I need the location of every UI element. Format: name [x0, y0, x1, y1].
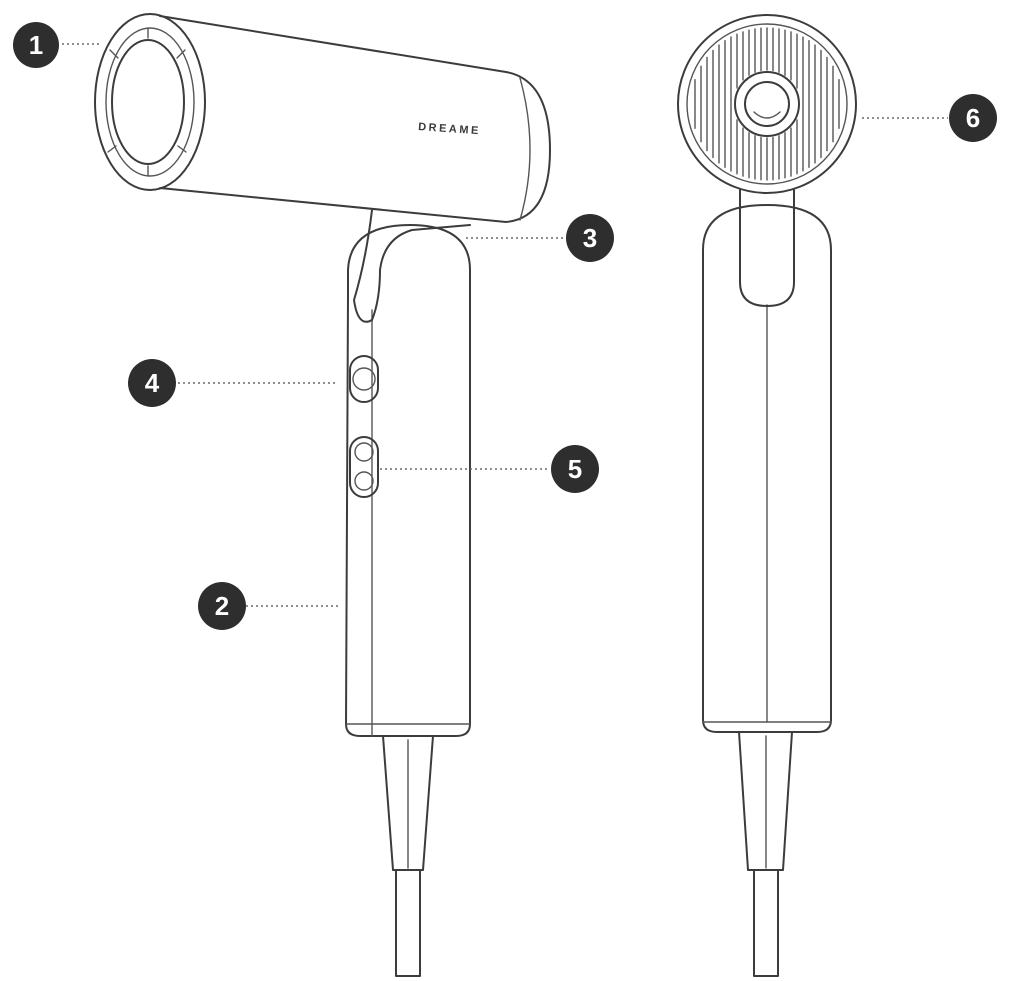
barrel-right-edge — [519, 77, 531, 221]
back-view-dryer — [677, 14, 857, 977]
brand-label: DREAME — [418, 121, 481, 137]
rear-hub-inner — [744, 81, 790, 127]
callout-5: 5 — [551, 445, 599, 493]
back-neck — [739, 189, 795, 307]
svg-text:6: 6 — [966, 103, 980, 133]
barrel — [159, 15, 551, 223]
callout-2: 2 — [198, 582, 246, 630]
back-cord — [753, 869, 779, 977]
svg-text:2: 2 — [215, 591, 229, 621]
slider-knob-top — [354, 442, 374, 462]
neck — [353, 209, 471, 323]
callout-4: 4 — [128, 359, 176, 407]
nozzle-ribs — [107, 27, 187, 177]
leader-lines — [62, 43, 948, 607]
nozzle-ring — [105, 27, 195, 177]
handle — [345, 224, 471, 737]
back-handle — [702, 204, 832, 733]
rear-filter-rim — [686, 23, 848, 185]
rear-hub — [734, 71, 800, 137]
rear-filter-grille — [694, 27, 840, 181]
nozzle-inner — [111, 39, 185, 165]
callout-3: 3 — [566, 214, 614, 262]
slider-switch — [349, 436, 379, 498]
cord — [395, 869, 421, 977]
slider-knob-bottom — [354, 471, 374, 491]
svg-text:3: 3 — [583, 223, 597, 253]
rear-filter — [677, 14, 857, 194]
svg-text:4: 4 — [145, 368, 160, 398]
power-button-inner — [352, 367, 376, 391]
svg-text:5: 5 — [568, 454, 582, 484]
nozzle-outer — [94, 13, 206, 191]
power-button — [349, 355, 379, 403]
callout-1: 1 — [13, 22, 59, 68]
rear-hub-arrow — [753, 111, 781, 119]
svg-text:1: 1 — [29, 30, 43, 60]
callout-6: 6 — [949, 94, 997, 142]
side-view-dryer: DREAME — [94, 13, 551, 977]
